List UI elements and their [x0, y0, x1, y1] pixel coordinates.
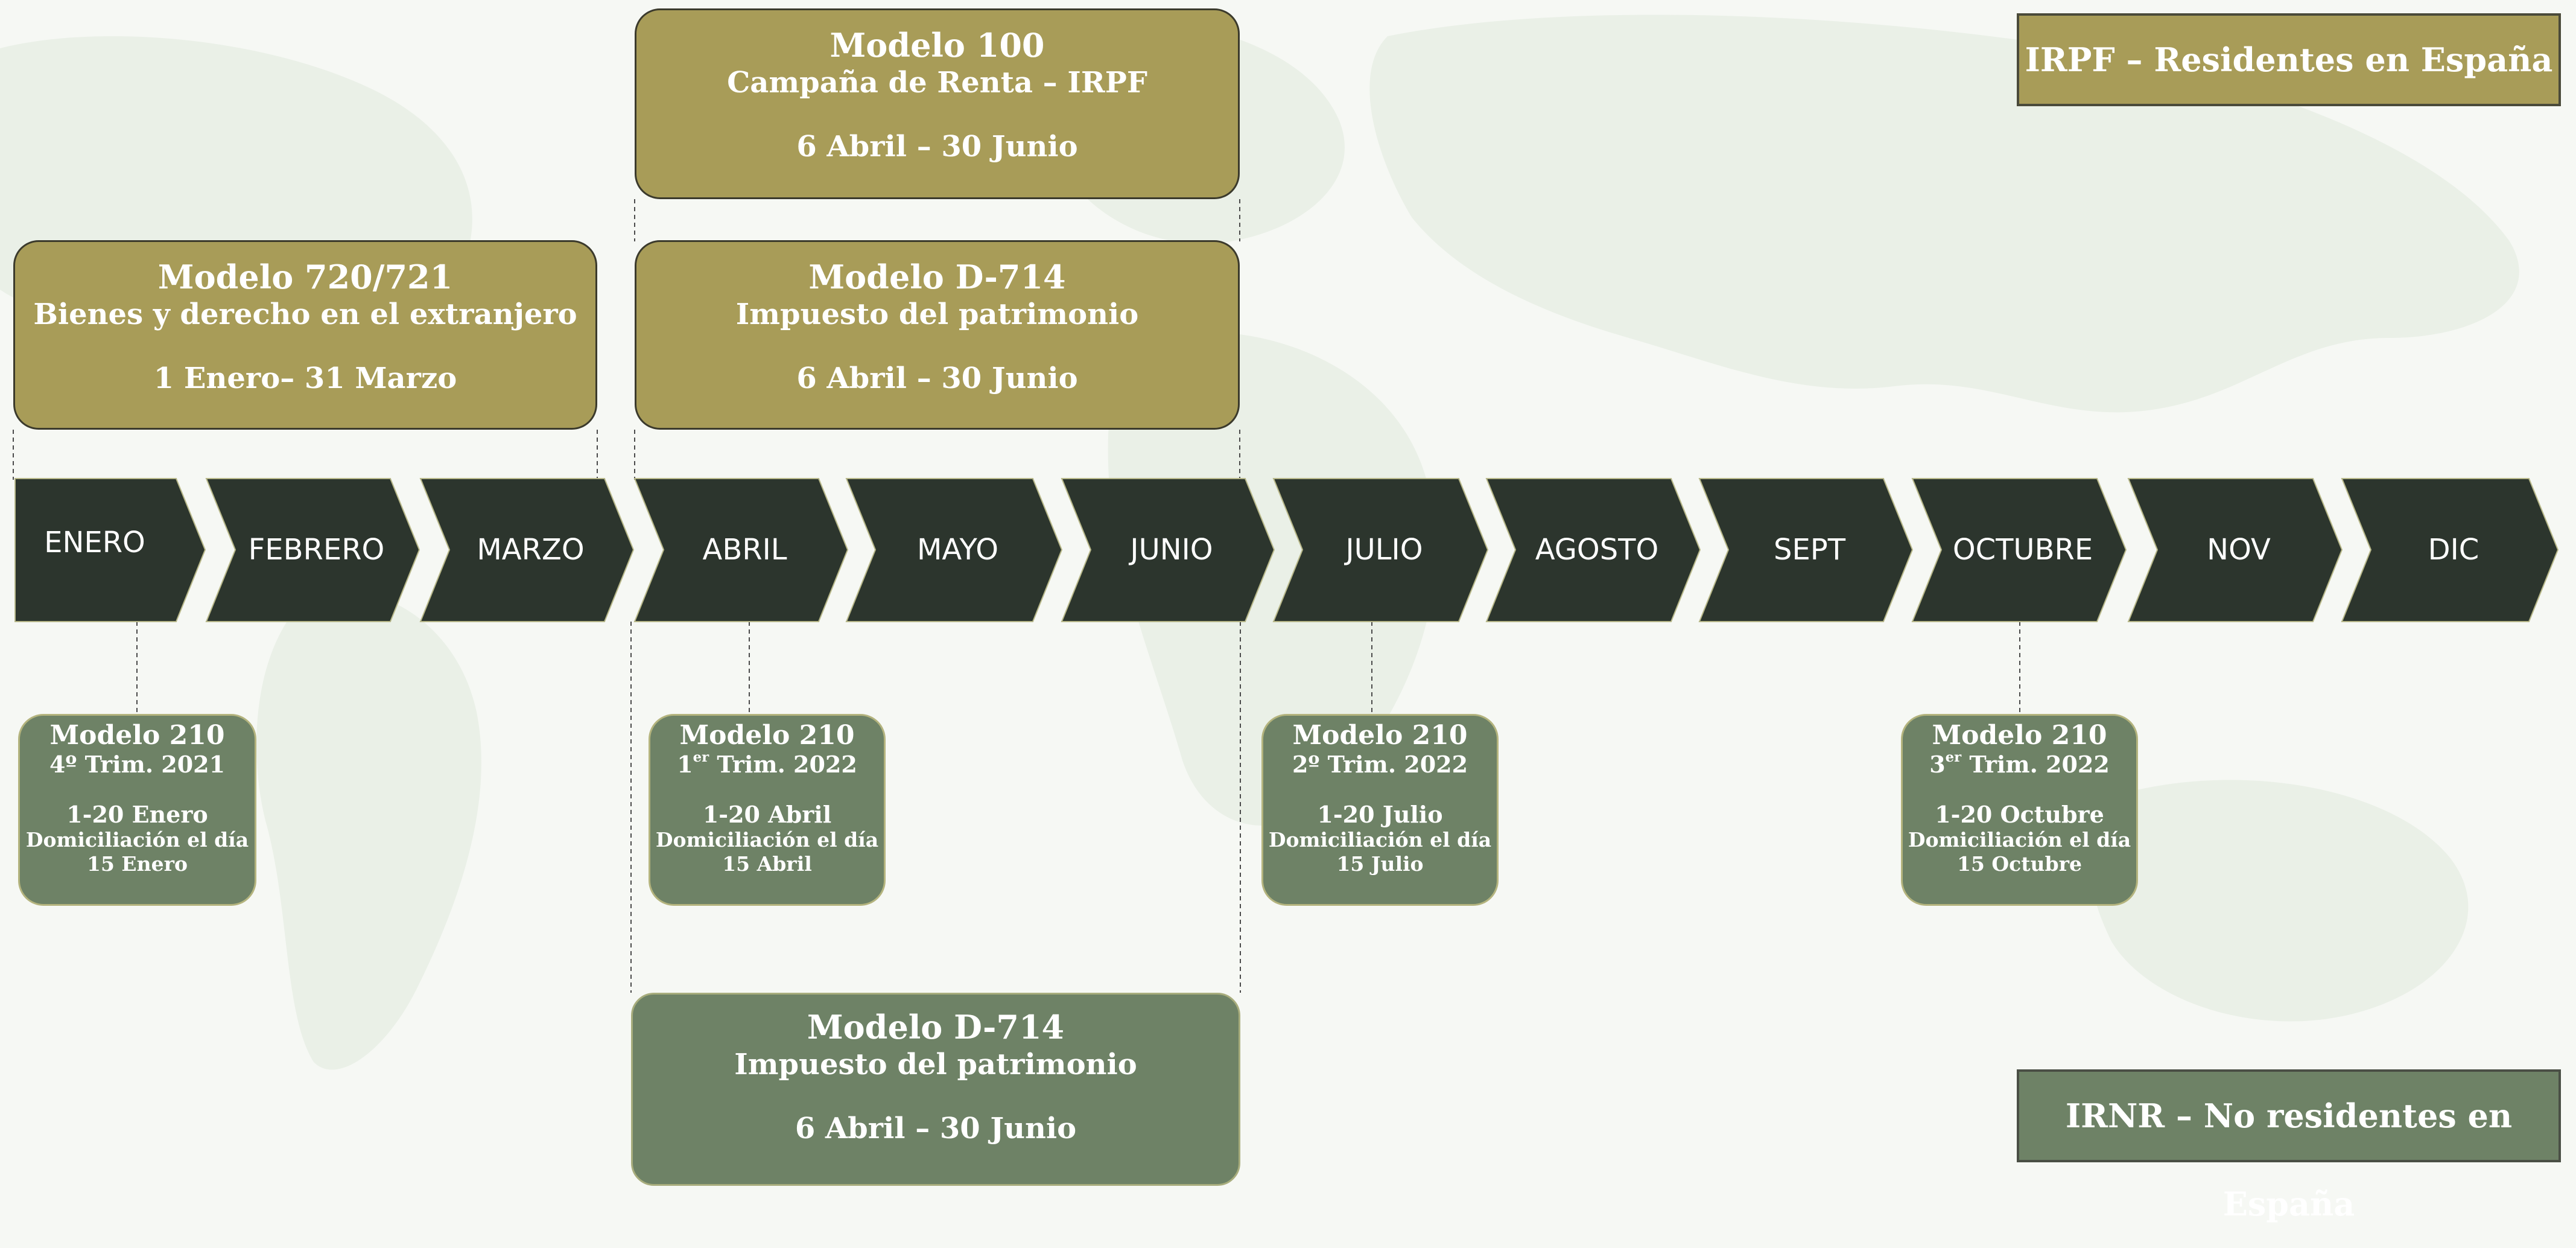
modelo-210-q1-trim: 1er Trim. 2022: [677, 749, 857, 778]
modelo-100-title: Modelo 100: [830, 26, 1045, 65]
month-chevron-abril: [633, 478, 849, 622]
modelo-d714-irnr-box: Modelo D-714 Impuesto del patrimonio 6 A…: [631, 993, 1240, 1186]
month-chevron-enero: [14, 478, 206, 622]
modelo-210-q2-trim: 2º Trim. 2022: [1292, 751, 1468, 778]
modelo-210-q2-day: 15 Julio: [1336, 852, 1424, 876]
month-chevron-dic: [2341, 478, 2559, 622]
month-label-mayo: MAYO: [917, 533, 998, 567]
modelo-100-box: Modelo 100 Campaña de Renta – IRPF 6 Abr…: [635, 8, 1240, 199]
month-label-enero: ENERO: [44, 526, 145, 559]
month-label-julio: JULIO: [1344, 533, 1423, 567]
legend-irpf: IRPF – Residentes en España: [2017, 13, 2561, 106]
modelo-210-q1-day: 15 Abril: [722, 852, 812, 876]
modelo-d714-irpf-title: Modelo D-714: [808, 258, 1066, 296]
modelo-210-q4-dates: 1-20 Enero: [66, 801, 208, 828]
modelo-210-q4-day: 15 Enero: [87, 852, 188, 876]
modelo-100-subtitle: Campaña de Renta – IRPF: [727, 66, 1147, 100]
modelo-210-q2-box: Modelo 210 2º Trim. 2022 1-20 Julio Domi…: [1261, 714, 1499, 906]
month-label-junio: JUNIO: [1128, 533, 1213, 567]
modelo-210-q3-dom: Domiciliación el día: [1908, 828, 2131, 852]
modelo-210-q2-title: Modelo 210: [1292, 720, 1468, 751]
modelo-d714-irnr-title: Modelo D-714: [807, 1008, 1065, 1046]
modelo-210-q1-box: Modelo 210 1er Trim. 2022 1-20 Abril Dom…: [649, 714, 886, 906]
month-label-marzo: MARZO: [477, 533, 584, 567]
modelo-d714-irnr-dates: 6 Abril – 30 Junio: [795, 1112, 1077, 1145]
modelo-720-dates: 1 Enero– 31 Marzo: [153, 361, 457, 395]
modelo-210-q3-dates: 1-20 Octubre: [1935, 801, 2104, 828]
month-label-sept: SEPT: [1774, 533, 1846, 567]
month-label-abril: ABRIL: [702, 533, 787, 567]
legend-irnr: IRNR – No residentes en España: [2017, 1069, 2561, 1223]
month-timeline: ENERO FEBRERO MARZO ABRIL MAYO JUNIO JULIO AGOS…: [14, 478, 2559, 622]
modelo-210-q3-day: 15 Octubre: [1957, 852, 2082, 876]
modelo-720-box: Modelo 720/721 Bienes y derecho en el ex…: [13, 240, 597, 430]
month-chevron-julio: [1272, 478, 1489, 622]
modelo-210-q4-dom: Domiciliación el día: [25, 828, 249, 852]
legend-irpf-label: IRPF – Residentes en España: [2025, 40, 2553, 79]
modelo-210-q3-box: Modelo 210 3er Trim. 2022 1-20 Octubre D…: [1901, 714, 2138, 906]
modelo-720-title: Modelo 720/721: [157, 258, 453, 296]
modelo-d714-irpf-subtitle: Impuesto del patrimonio: [735, 298, 1139, 331]
modelo-210-q2-dates: 1-20 Julio: [1317, 801, 1443, 828]
modelo-720-subtitle: Bienes y derecho en el extranjero: [33, 298, 577, 331]
month-chevron-sept: [1698, 478, 1914, 622]
month-label-nov: NOV: [2207, 533, 2271, 567]
modelo-210-q4-box: Modelo 210 4º Trim. 2021 1-20 Enero Domi…: [18, 714, 256, 906]
month-label-octubre: OCTUBRE: [1953, 533, 2093, 567]
month-chevron-octubre: [1911, 478, 2127, 622]
modelo-d714-irpf-box: Modelo D-714 Impuesto del patrimonio 6 A…: [635, 240, 1240, 430]
month-chevron-febrero: [205, 478, 420, 622]
month-chevron-marzo: [419, 478, 635, 622]
month-chevron-nov: [2127, 478, 2343, 622]
modelo-210-q4-title: Modelo 210: [49, 720, 225, 751]
modelo-210-q3-title: Modelo 210: [1932, 720, 2107, 751]
modelo-210-q1-dates: 1-20 Abril: [702, 801, 832, 828]
modelo-d714-irpf-dates: 6 Abril – 30 Junio: [796, 361, 1078, 395]
modelo-210-q2-dom: Domiciliación el día: [1268, 828, 1492, 852]
legend-irnr-label: IRNR – No residentes en España: [2065, 1097, 2513, 1223]
modelo-210-q1-title: Modelo 210: [679, 720, 855, 751]
modelo-100-dates: 6 Abril – 30 Junio: [796, 130, 1078, 164]
modelo-210-q4-trim: 4º Trim. 2021: [49, 751, 226, 778]
modelo-d714-irnr-subtitle: Impuesto del patrimonio: [734, 1048, 1137, 1081]
month-label-febrero: FEBRERO: [249, 533, 385, 567]
month-chevron-agosto: [1485, 478, 1701, 622]
month-label-agosto: AGOSTO: [1535, 533, 1659, 567]
month-chevron-mayo: [845, 478, 1063, 622]
modelo-210-q3-trim: 3er Trim. 2022: [1929, 749, 2110, 778]
month-chevron-junio: [1061, 478, 1275, 622]
modelo-210-q1-dom: Domiciliación el día: [655, 828, 879, 852]
month-label-dic: DIC: [2428, 533, 2479, 567]
